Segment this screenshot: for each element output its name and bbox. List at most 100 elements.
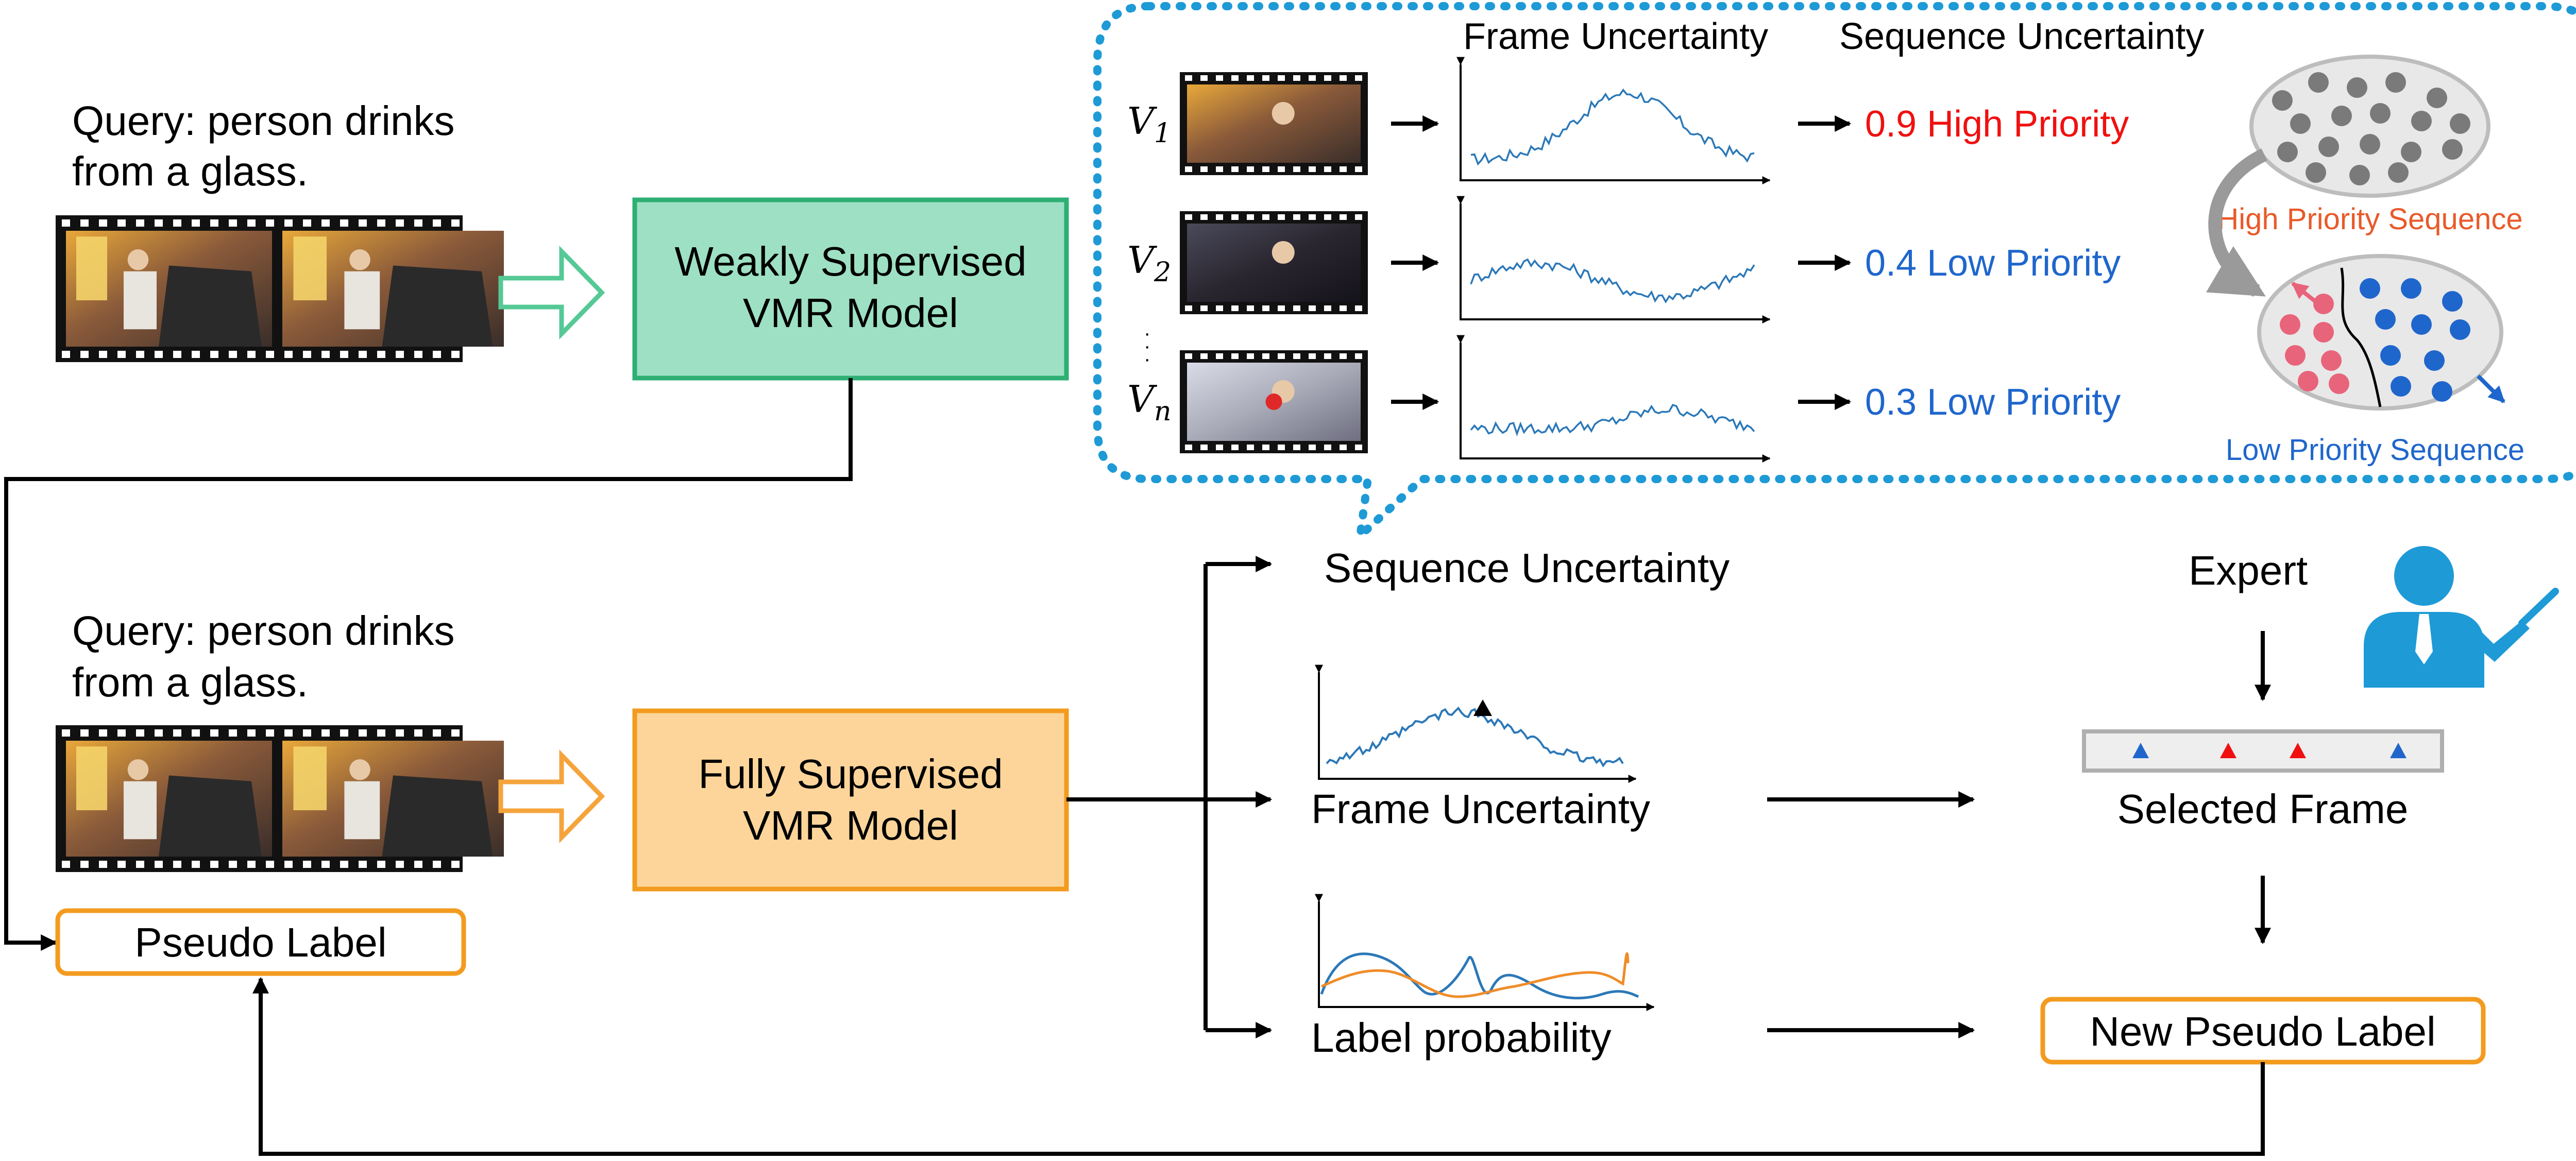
gray-dot <box>2450 113 2470 134</box>
inset-sprocket-hole <box>1185 166 1192 172</box>
full-model-rect <box>632 708 1069 892</box>
bottom-filmstrip <box>56 725 504 872</box>
inset-sprocket-hole <box>1340 445 1347 450</box>
gray-dot <box>2370 103 2391 124</box>
bottom-sprocket-hole <box>303 729 311 737</box>
high-priority-sequence-label: High Priority Sequence <box>2217 202 2522 236</box>
inset-sprocket-hole <box>1324 305 1331 311</box>
bottom-sprocket-hole <box>396 861 404 868</box>
top-sprocket-hole <box>80 351 89 358</box>
bottom-sprocket-hole <box>155 861 163 868</box>
selected-frame-label: Selected Frame <box>2117 786 2409 832</box>
bottom-sprocket-hole <box>247 729 256 737</box>
inset-sprocket-hole <box>1355 445 1362 450</box>
gray-dot <box>2385 72 2406 93</box>
inset-sprocket-hole <box>1340 305 1347 311</box>
bottom-sprocket-hole <box>303 861 311 868</box>
top-sprocket-hole <box>192 219 200 227</box>
top-sprocket-hole <box>173 219 181 227</box>
inset-sprocket-hole <box>1216 305 1223 311</box>
inset-sprocket-hole <box>1324 445 1331 450</box>
inset-sprocket-hole <box>1200 75 1208 81</box>
high-priority-dots <box>2272 72 2470 185</box>
inset-red-cup <box>1265 394 1282 410</box>
inset-frame-header: Frame Uncertainty <box>1463 16 1768 57</box>
inset-plot-line <box>1470 403 1755 437</box>
bottom-sprocket-hole <box>377 861 385 868</box>
weak-model-line2: VMR Model <box>743 290 958 336</box>
weak-model-box: Weakly Supervised VMR Model <box>632 197 1069 381</box>
top-query: Query: person drinks from a glass. <box>72 98 455 194</box>
inset-sprocket-hole <box>1231 75 1239 81</box>
selected-frame-bar <box>2082 729 2444 773</box>
bottom-sprocket-hole <box>321 729 330 737</box>
top-sprocket-hole <box>414 351 422 358</box>
low-priority-sequence-label: Low Priority Sequence <box>2226 433 2524 467</box>
bottom-sprocket-hole <box>155 729 163 737</box>
inset-sprocket-hole <box>1262 214 1269 220</box>
top-sprocket-hole <box>321 351 330 358</box>
inset-sprocket-hole <box>1324 166 1331 172</box>
bottom-sprocket-hole <box>62 861 70 868</box>
inset-video-frame <box>1187 84 1361 163</box>
top-sprocket-hole <box>396 351 404 358</box>
gray-dot <box>2272 90 2293 111</box>
bottom-query-line1: Query: person drinks <box>72 608 455 654</box>
inset-sprocket-hole <box>1355 353 1362 359</box>
top-sprocket-hole <box>266 351 274 358</box>
inset-sprocket-hole <box>1340 353 1347 359</box>
top-sprocket-hole <box>303 219 311 227</box>
top-sprocket-hole <box>340 219 348 227</box>
inset-sprocket-hole <box>1309 166 1316 172</box>
inset-sprocket-hole <box>1324 75 1331 81</box>
inset-sprocket-hole <box>1185 305 1192 311</box>
new-pseudo-label-box: New Pseudo Label <box>2040 997 2486 1065</box>
low-cluster-pink-dots <box>2280 294 2349 394</box>
frame-uncertainty-label: Frame Uncertainty <box>1311 786 1650 832</box>
frame-plot-peak-marker <box>1473 699 1492 716</box>
inset-vdots-3: · <box>1144 348 1150 370</box>
bottom-person-body <box>124 781 157 840</box>
top-person-head <box>127 249 149 270</box>
gray-dot <box>2442 139 2463 160</box>
label-probability-label: Label probability <box>1311 1015 1612 1061</box>
bottom-sprocket-hole <box>377 729 385 737</box>
bottom-sprocket-hole <box>321 861 330 868</box>
bottom-sprocket-hole <box>359 861 367 868</box>
inset-sprocket-hole <box>1262 166 1269 172</box>
inset-seq-header: Sequence Uncertainty <box>1839 16 2204 57</box>
top-sprocket-hole <box>247 351 256 358</box>
inset-sprocket-hole <box>1293 214 1300 220</box>
top-sprocket-hole <box>229 351 237 358</box>
frame-plot-axes <box>1315 664 1637 783</box>
bottom-chair <box>159 775 262 857</box>
inset-sprocket-hole <box>1216 445 1223 450</box>
gray-dot <box>2360 134 2380 155</box>
bottom-sprocket-hole <box>266 861 274 868</box>
top-sprocket-hole <box>62 219 70 227</box>
bottom-query: Query: person drinks from a glass. <box>72 608 455 705</box>
bottom-sprocket-hole <box>229 729 237 737</box>
blue-dot <box>2380 345 2401 366</box>
inset-person-head <box>1272 102 1295 125</box>
inset-sprocket-hole <box>1185 445 1192 450</box>
inset-priority-text: 0.4 Low Priority <box>1865 243 2121 284</box>
inset-sprocket-hole <box>1185 75 1192 81</box>
pink-dot <box>2313 322 2334 343</box>
gray-dot <box>2388 162 2409 183</box>
inset-priority-text: 0.9 High Priority <box>1865 104 2129 145</box>
inset-sprocket-hole <box>1309 305 1316 311</box>
inset-sprocket-hole <box>1340 75 1347 81</box>
inset-sprocket-hole <box>1309 353 1316 359</box>
blue-dot <box>2401 278 2421 299</box>
pseudo-label-box: Pseudo Label <box>55 908 466 976</box>
inset-sprocket-hole <box>1293 353 1300 359</box>
bottom-sprocket-hole <box>433 729 441 737</box>
inset-sprocket-hole <box>1185 353 1192 359</box>
expert-label: Expert <box>2189 548 2308 593</box>
inset-sprocket-hole <box>1231 166 1239 172</box>
inset-sprocket-hole <box>1231 305 1239 311</box>
inset-sprocket-hole <box>1262 445 1269 450</box>
